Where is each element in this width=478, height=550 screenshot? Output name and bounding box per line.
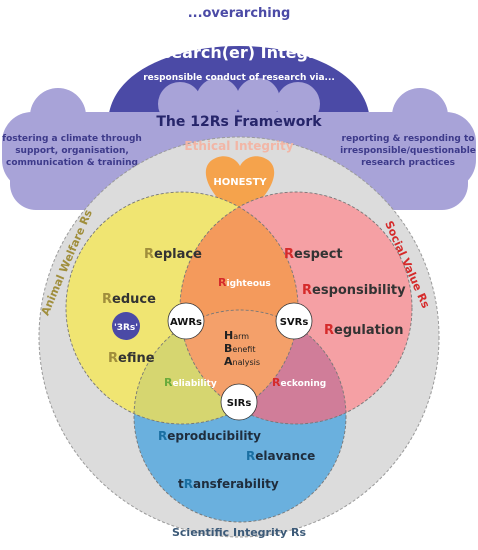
- three-rs-badge: [112, 312, 140, 340]
- benefit-label: Benefit: [224, 342, 255, 355]
- righteous-label: Righteous: [218, 276, 271, 289]
- harm-label: Harm: [224, 329, 249, 342]
- reliability-label: Reliability: [164, 376, 217, 389]
- replace-item: Replace: [144, 247, 202, 262]
- awrs-label: AWRs: [170, 317, 202, 328]
- sirs-label: SIRs: [227, 398, 252, 409]
- reckoning-label: Reckoning: [272, 376, 326, 389]
- analysis-label: Analysis: [224, 355, 260, 368]
- three-rs-label: '3Rs': [114, 323, 138, 333]
- right-side-line-3: research practices: [361, 158, 455, 168]
- responsibility-item: Responsibility: [302, 283, 406, 298]
- research-integrity-subtitle: responsible conduct of research via...: [143, 73, 335, 83]
- left-side-line-1: fostering a climate through: [2, 134, 142, 144]
- refine-item: Refine: [108, 351, 155, 366]
- svrs-badge: SVRs: [275, 302, 313, 340]
- awrs-badge: AWRs: [167, 302, 205, 340]
- svrs-label: SVRs: [280, 317, 309, 328]
- right-side-line-2: irresponsible/questionable: [340, 146, 476, 156]
- left-side-line-3: communication & training: [6, 158, 138, 168]
- ethical-integrity-label: Ethical Integrity: [184, 139, 293, 153]
- reduce-item: Reduce: [102, 292, 156, 307]
- research-integrity-title: Research(er) Integrity: [139, 43, 340, 62]
- honesty-label: HONESTY: [213, 177, 267, 188]
- transferability-item: tRansferability: [178, 477, 279, 491]
- sirs-badge: SIRs: [220, 383, 258, 421]
- overarching-label: ...overarching: [188, 6, 291, 21]
- right-side-line-1: reporting & responding to: [342, 134, 475, 144]
- scientific-integrity-rs-label: Scientific Integrity Rs: [172, 526, 306, 539]
- relavance-item: Relavance: [246, 449, 315, 463]
- left-side-line-2: support, organisation,: [15, 146, 129, 156]
- framework-title: The 12Rs Framework: [156, 114, 322, 130]
- respect-item: Respect: [284, 247, 343, 262]
- reproducibility-item: Reproducibility: [158, 429, 261, 443]
- regulation-item: Regulation: [324, 323, 403, 338]
